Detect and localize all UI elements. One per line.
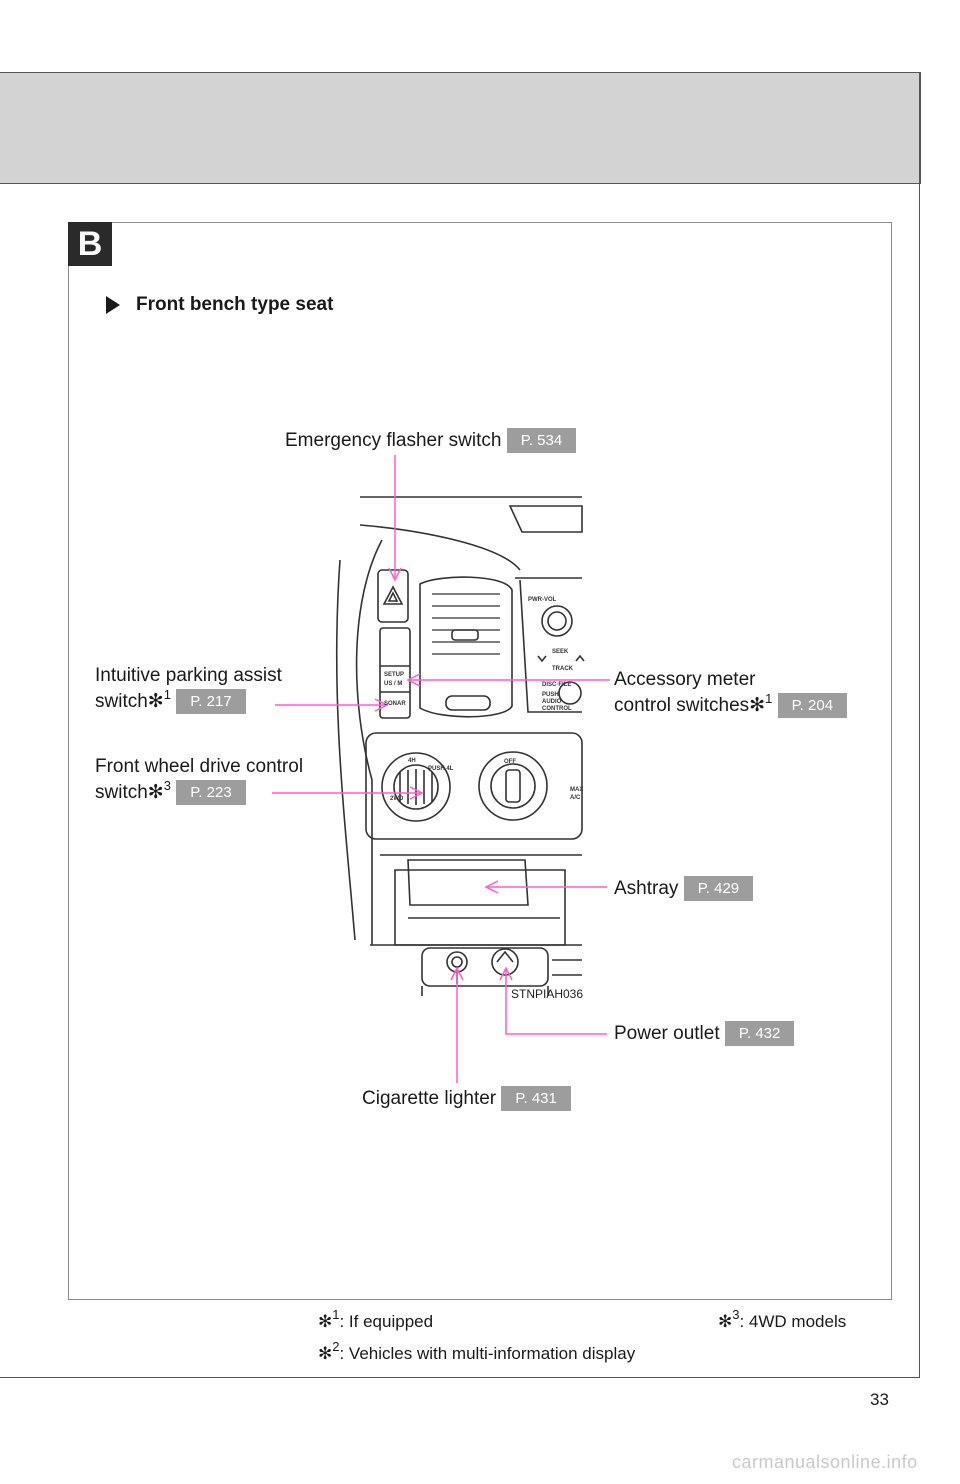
dash-label-off: OFF (504, 759, 516, 765)
asterisk-mark-icon: ✻ (147, 782, 164, 803)
dash-label-2wd: 2WD (390, 796, 404, 802)
footnote-3-number: 3 (732, 1307, 740, 1322)
subtitle-text: Front bench type seat (136, 294, 334, 315)
callout-accessory-meter: Accessory meter control switches✻1 P. 20… (614, 667, 848, 720)
footnote-1-number: 1 (332, 1307, 340, 1322)
section-subtitle: Front bench type seat (106, 294, 333, 316)
callout-parking-assist: Intuitive parking assist switch✻1 P. 217 (95, 663, 282, 716)
asterisk-mark-icon: ✻ (749, 695, 766, 716)
frontwheel-page-badge[interactable]: P. 223 (176, 780, 246, 806)
dash-label-max: MAX (570, 787, 583, 793)
dash-label-control: CONTROL (542, 706, 572, 712)
dash-label-push-4l: PUSH 4L (428, 766, 454, 772)
illustration-panel (68, 222, 892, 1300)
callout-cigarette-lighter: Cigarette lighter P. 431 (362, 1086, 571, 1112)
parking-page-badge[interactable]: P. 217 (176, 689, 246, 715)
dash-label-seek: SEEK (552, 649, 569, 655)
dash-label-us-m: US / M (384, 681, 402, 687)
power-page-badge[interactable]: P. 432 (724, 1021, 795, 1047)
section-letter-badge: B (68, 222, 112, 266)
power-label: Power outlet (614, 1023, 720, 1044)
footnote-1-text: : If equipped (339, 1312, 434, 1331)
dash-label-push: PUSH (542, 692, 559, 698)
footnote-2-number: 2 (332, 1339, 340, 1354)
dash-label-audio: AUDIO (542, 699, 562, 705)
ashtray-label: Ashtray (614, 878, 679, 899)
asterisk-mark-icon: ✻ (718, 1312, 733, 1331)
callout-front-wheel-drive: Front wheel drive control switch✻3 P. 22… (95, 754, 303, 807)
accessory-page-badge[interactable]: P. 204 (777, 693, 848, 719)
footnote-3-text: : 4WD models (739, 1312, 847, 1331)
dash-label-4h: 4H (408, 758, 416, 764)
dash-label-ac: A/C (570, 795, 581, 801)
emergency-page-badge[interactable]: P. 534 (506, 428, 577, 454)
dash-label-setup: SETUP (384, 672, 404, 678)
frontwheel-label-line2: switch (95, 782, 148, 803)
callout-emergency-flasher: Emergency flasher switch P. 534 (285, 428, 577, 454)
asterisk-mark-icon: ✻ (318, 1344, 333, 1363)
parking-label-line2: switch (95, 691, 148, 712)
footnote-2: ✻2: Vehicles with multi-information disp… (318, 1339, 636, 1364)
dash-label-sonar: SONAR (384, 701, 406, 707)
emergency-label: Emergency flasher switch (285, 430, 502, 451)
footnote-1: ✻1: If equipped (318, 1307, 434, 1332)
dash-label-pwr-vol: PWR-VOL (528, 597, 557, 603)
frontwheel-label-line1: Front wheel drive control (95, 756, 304, 777)
accessory-label-line2: control switches (614, 695, 750, 716)
accessory-note-number: 1 (765, 691, 773, 706)
accessory-label-line1: Accessory meter (614, 669, 756, 690)
page-right-rule (919, 72, 920, 1378)
callout-ashtray: Ashtray P. 429 (614, 876, 754, 902)
footnote-3: ✻3: 4WD models (718, 1307, 847, 1332)
page-bottom-rule (0, 1377, 920, 1378)
footnote-2-text: : Vehicles with multi-information displa… (339, 1344, 636, 1363)
header-band (0, 72, 921, 184)
parking-note-number: 1 (163, 687, 171, 702)
callout-power-outlet: Power outlet P. 432 (614, 1021, 795, 1047)
site-watermark: carmanualsonline.info (732, 1452, 918, 1472)
cigarette-page-badge[interactable]: P. 431 (501, 1086, 571, 1112)
frontwheel-note-number: 3 (163, 778, 171, 793)
dash-label-disc-file: DISC·FILE (542, 682, 571, 688)
dash-label-track: TRACK (552, 666, 574, 672)
asterisk-mark-icon: ✻ (318, 1312, 333, 1331)
triangle-bullet-icon (106, 296, 120, 314)
parking-label-line1: Intuitive parking assist (95, 665, 282, 686)
ashtray-page-badge[interactable]: P. 429 (683, 876, 754, 902)
cigarette-label: Cigarette lighter (362, 1088, 497, 1109)
figure-code: STNPIAH036 (511, 987, 584, 1001)
asterisk-mark-icon: ✻ (147, 691, 164, 712)
page-number: 33 (870, 1390, 889, 1409)
